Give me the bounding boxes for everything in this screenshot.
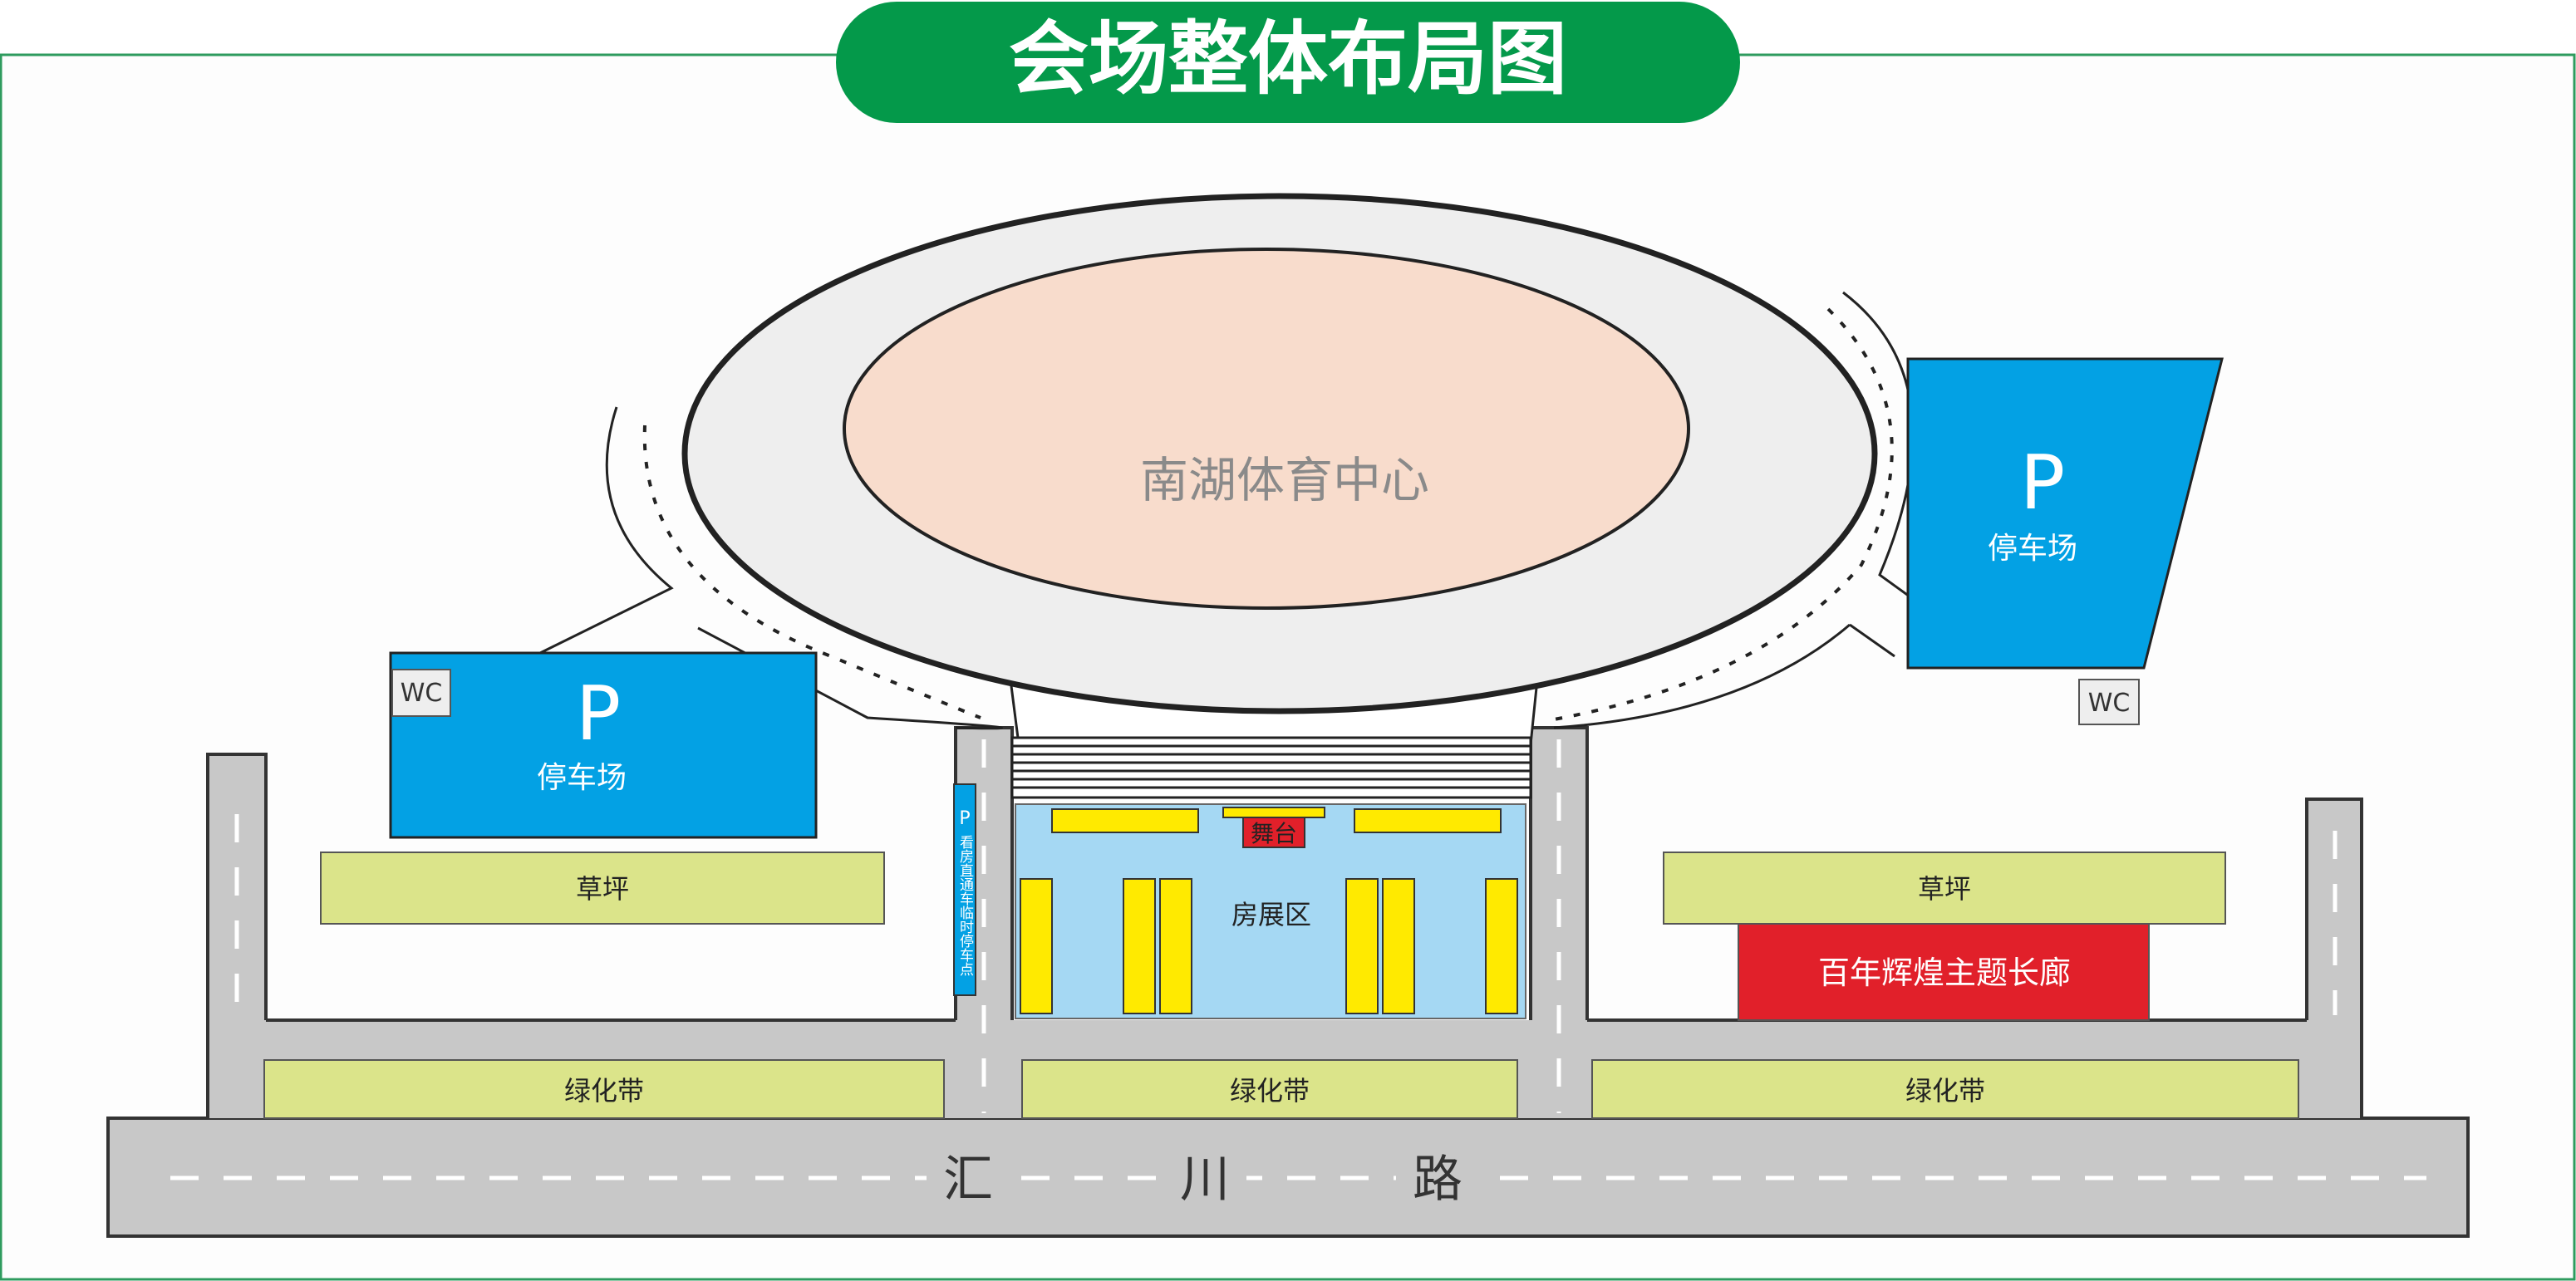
road-name-char: 汇 [943, 1151, 993, 1209]
stadium-dotted-path [642, 307, 1894, 721]
lawn-label: 草坪 [576, 873, 629, 905]
booth [1123, 878, 1156, 1014]
booth [1354, 808, 1502, 833]
lane-markings [170, 739, 2426, 1180]
stage [1242, 817, 1305, 848]
wc-left: WC [391, 669, 451, 717]
parking-label: 停车场 [1988, 532, 2077, 566]
greenbelt-right [1591, 1059, 2299, 1119]
parking-lot-left: P 停车场 [389, 651, 818, 839]
temp-parking-symbol: P [959, 808, 970, 829]
booth [1345, 878, 1379, 1014]
wc-label: WC [401, 679, 443, 708]
lawn-label: 草坪 [1918, 873, 1971, 905]
wc-label: WC [2088, 689, 2131, 718]
greenbelt-label: 绿化带 [564, 1075, 644, 1107]
booth [1051, 808, 1199, 833]
stage-apron [1222, 807, 1325, 818]
booth [1485, 878, 1518, 1014]
map-title: 会场整体布局图 [1009, 12, 1567, 106]
temp-parking-strip: P 看房直通车临时停车点 [953, 783, 976, 996]
greenbelt-label: 绿化带 [1230, 1075, 1310, 1107]
greenbelt-center [1021, 1059, 1518, 1119]
parking-lot-right: P 停车场 [1906, 357, 2224, 670]
greenbelt-label: 绿化带 [1905, 1075, 1985, 1107]
exhibition-label: 房展区 [1231, 899, 1311, 930]
theme-gallery: 百年辉煌主题长廊 [1738, 923, 2150, 1021]
exhibition-area: 舞台 房展区 [1015, 803, 1526, 1019]
booth [1382, 878, 1415, 1014]
stage-label: 舞台 [1251, 820, 1297, 847]
parking-label: 停车场 [537, 761, 627, 795]
booth [1020, 878, 1053, 1014]
greenbelt-left [263, 1059, 945, 1119]
road-name-char: 川 [1180, 1151, 1230, 1209]
road-name: 汇 川 路 [927, 1151, 1479, 1209]
parking-symbol: P [576, 670, 621, 758]
lawn-left: 草坪 [320, 852, 885, 925]
stadium: 南湖体育中心 [681, 193, 1878, 714]
lawn-right: 草坪 [1663, 852, 2226, 925]
stadium-label: 南湖体育中心 [1140, 452, 1429, 508]
title-banner: 会场整体布局图 [836, 2, 1740, 123]
wc-right: WC [2078, 679, 2140, 725]
road-name-char: 路 [1413, 1151, 1463, 1209]
temp-parking-label: 看房直通车临时停车点 [956, 835, 974, 976]
parking-symbol: P [2020, 439, 2065, 527]
booth [1159, 878, 1192, 1014]
gallery-label: 百年辉煌主题长廊 [1818, 955, 2071, 991]
stadium-field [843, 248, 1690, 610]
